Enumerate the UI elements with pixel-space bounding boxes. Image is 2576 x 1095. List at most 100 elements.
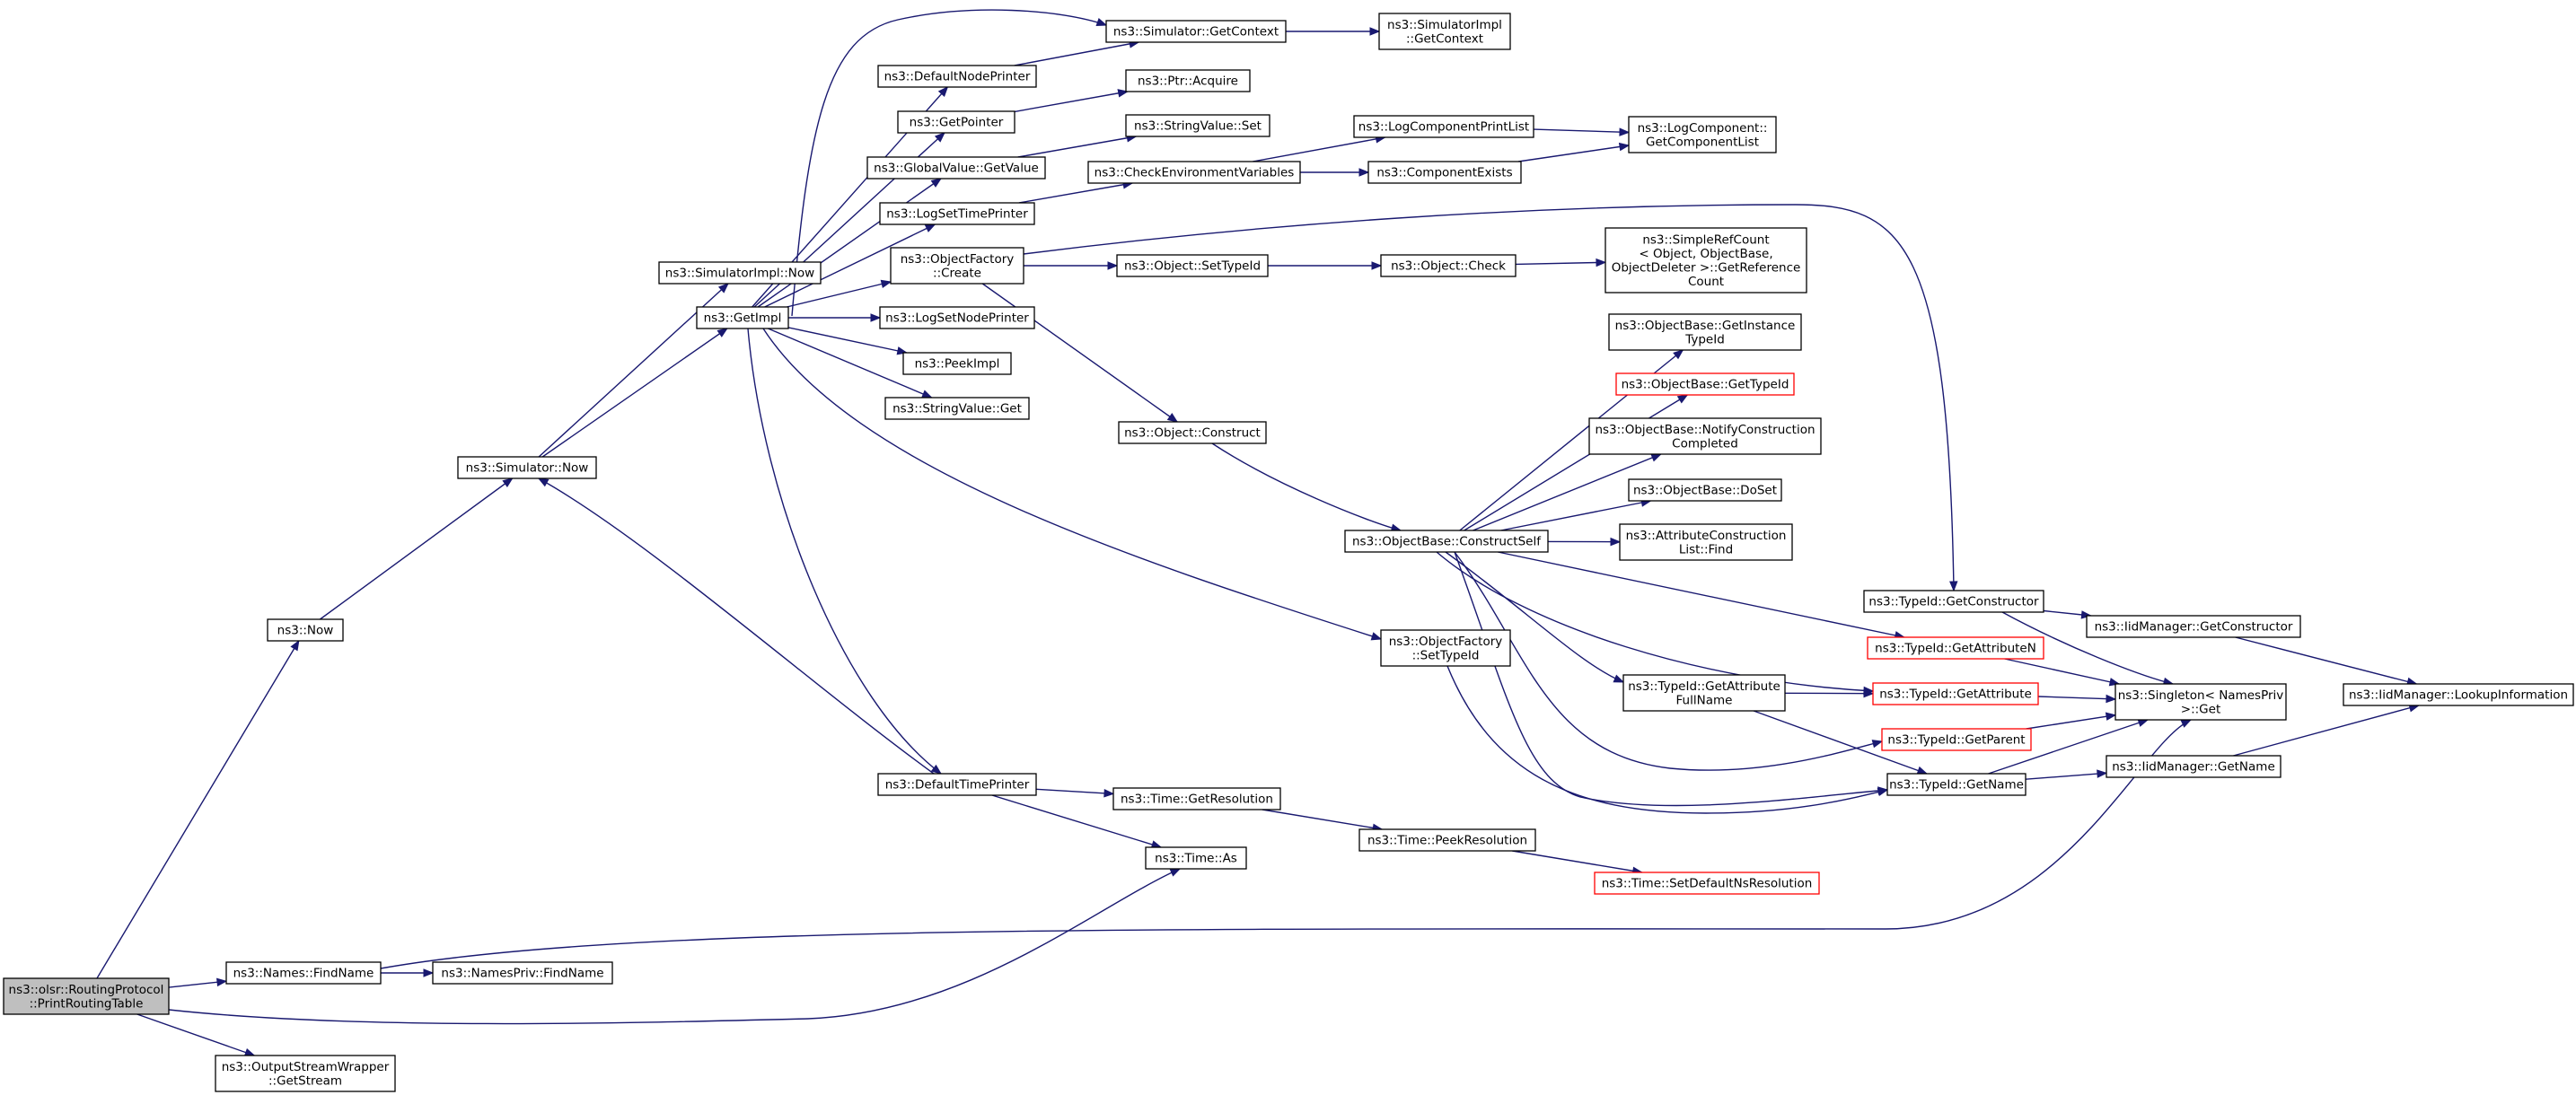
node-label: ::PrintRoutingTable bbox=[30, 996, 144, 1011]
edge-typeid_getconstructor-to-iidmgr_getconstructor bbox=[2043, 609, 2092, 619]
arrowhead bbox=[1095, 18, 1108, 27]
edge-root-to-now bbox=[96, 639, 300, 979]
node-simimpl-now[interactable]: ns3::SimulatorImpl::Now bbox=[658, 261, 822, 285]
node-typeid-getattributen[interactable]: ns3::TypeId::GetAttributeN bbox=[1867, 636, 2044, 660]
node-getimpl[interactable]: ns3::GetImpl bbox=[696, 306, 789, 329]
edge-typeid_getattribute-to-singleton_get bbox=[2037, 694, 2117, 704]
edge-line bbox=[2026, 714, 2116, 730]
edge-line bbox=[747, 328, 942, 775]
node-logsetnodeprinter[interactable]: ns3::LogSetNodePrinter bbox=[879, 306, 1035, 329]
node-box bbox=[267, 618, 344, 642]
node-typeid-getattribute[interactable]: ns3::TypeId::GetAttribute bbox=[1872, 682, 2039, 705]
edge-componentexists-to-logcomp_getlist bbox=[1517, 142, 1631, 162]
edge-defaulttimeprinter-to-sim_now bbox=[537, 477, 935, 775]
node-iidmgr-getconstructor[interactable]: ns3::IidManager::GetConstructor bbox=[2086, 615, 2301, 638]
node-objfactory-settypeid[interactable]: ns3::ObjectFactory::SetTypeId bbox=[1380, 629, 1511, 667]
edge-line bbox=[1023, 204, 1955, 591]
node-root[interactable]: ns3::olsr::RoutingProtocol::PrintRouting… bbox=[3, 977, 170, 1015]
node-label: ns3::ObjectBase::GetInstance bbox=[1615, 319, 1796, 333]
node-logsettimeprinter[interactable]: ns3::LogSetTimePrinter bbox=[879, 202, 1035, 225]
node-object-settypeid[interactable]: ns3::Object::SetTypeId bbox=[1116, 254, 1269, 277]
node-box bbox=[225, 961, 382, 985]
node-stringvalue-get[interactable]: ns3::StringValue::Get bbox=[884, 397, 1030, 420]
node-logcomp-getlist[interactable]: ns3::LogComponent::GetComponentList bbox=[1628, 116, 1777, 153]
node-now[interactable]: ns3::Now bbox=[267, 618, 344, 642]
node-globalvalue-get[interactable]: ns3::GlobalValue::GetValue bbox=[866, 156, 1046, 180]
node-label: ns3::TypeId::GetParent bbox=[1887, 733, 2025, 748]
node-objfactory-create[interactable]: ns3::ObjectFactory::Create bbox=[890, 247, 1024, 285]
edge-logsettimeprinter-to-checkenv bbox=[1018, 180, 1134, 204]
node-namespriv-find[interactable]: ns3::NamesPriv::FindName bbox=[432, 961, 613, 985]
node-label: ns3::Simulator::Now bbox=[466, 461, 589, 476]
edge-now-to-sim_now bbox=[319, 477, 514, 620]
node-names-find[interactable]: ns3::Names::FindName bbox=[225, 961, 382, 985]
node-time-peekresolution[interactable]: ns3::Time::PeekResolution bbox=[1358, 828, 1536, 852]
node-label: ns3::Time::SetDefaultNsResolution bbox=[1602, 877, 1813, 891]
node-singleton-get[interactable]: ns3::Singleton< NamesPriv >::Get bbox=[2114, 683, 2287, 721]
node-object-check[interactable]: ns3::Object::Check bbox=[1380, 254, 1517, 277]
node-label: ns3::IidManager::LookupInformation bbox=[2349, 688, 2568, 703]
node-getpointer[interactable]: ns3::GetPointer bbox=[897, 110, 1015, 134]
arrowhead bbox=[2106, 694, 2117, 704]
node-simimpl-getcontext[interactable]: ns3::SimulatorImpl::GetContext bbox=[1378, 13, 1511, 50]
edge-objbase_constructself-to-typeid_getattributen bbox=[1498, 551, 1906, 640]
node-box bbox=[890, 247, 1024, 285]
edge-object_construct-to-objbase_constructself bbox=[1211, 442, 1402, 532]
edge-line bbox=[1753, 710, 1928, 775]
node-label: ns3::TypeId::GetName bbox=[1889, 778, 2024, 793]
node-typeid-getparent[interactable]: ns3::TypeId::GetParent bbox=[1881, 728, 2032, 751]
node-label: ns3::ComponentExists bbox=[1376, 166, 1512, 180]
arrowhead bbox=[290, 639, 300, 652]
node-osw-getstream[interactable]: ns3::OutputStreamWrapper::GetStream bbox=[215, 1055, 396, 1092]
arrowhead bbox=[921, 390, 933, 399]
arrowhead bbox=[1613, 674, 1625, 683]
node-object-construct[interactable]: ns3::Object::Construct bbox=[1118, 421, 1267, 444]
edge-object_check-to-simplerefcount bbox=[1515, 258, 1607, 267]
node-peekimpl[interactable]: ns3::PeekImpl bbox=[902, 352, 1012, 375]
node-stringvalue-set[interactable]: ns3::StringValue::Set bbox=[1125, 114, 1270, 137]
node-defaulttimeprinter[interactable]: ns3::DefaultTimePrinter bbox=[877, 773, 1037, 796]
node-label: >::Get bbox=[2181, 702, 2220, 716]
node-box bbox=[1105, 20, 1287, 43]
node-objbase-constructself[interactable]: ns3::ObjectBase::ConstructSelf bbox=[1344, 530, 1549, 553]
node-box bbox=[1125, 69, 1251, 92]
node-objbase-notify[interactable]: ns3::ObjectBase::NotifyConstructionCompl… bbox=[1588, 417, 1822, 455]
node-iidmgr-getname[interactable]: ns3::IidManager::GetName bbox=[2106, 755, 2281, 778]
node-typeid-getname[interactable]: ns3::TypeId::GetName bbox=[1886, 773, 2027, 796]
node-label: < Object, ObjectBase, bbox=[1639, 247, 1772, 261]
arrowhead bbox=[1371, 261, 1383, 270]
edge-typeid_getparent-to-singleton_get bbox=[2026, 712, 2117, 730]
node-box bbox=[1358, 828, 1536, 852]
node-box bbox=[1380, 254, 1517, 277]
node-sim-now[interactable]: ns3::Simulator::Now bbox=[457, 456, 597, 479]
node-defaultnodeprinter[interactable]: ns3::DefaultNodePrinter bbox=[877, 65, 1037, 88]
node-objbase-doset[interactable]: ns3::ObjectBase::DoSet bbox=[1628, 478, 1782, 502]
edge-typeid_getname-to-iidmgr_getname bbox=[2025, 769, 2108, 780]
node-checkenv[interactable]: ns3::CheckEnvironmentVariables bbox=[1087, 161, 1301, 184]
node-label: ns3::Ptr::Acquire bbox=[1138, 74, 1238, 89]
node-label: ns3::TypeId::GetAttributeN bbox=[1875, 642, 2036, 656]
arrowhead bbox=[1618, 142, 1631, 152]
node-objbase-gettypeid[interactable]: ns3::ObjectBase::GetTypeId bbox=[1615, 372, 1795, 396]
node-componentexists[interactable]: ns3::ComponentExists bbox=[1367, 161, 1522, 184]
arrowhead bbox=[1610, 537, 1622, 547]
arrowhead bbox=[924, 223, 936, 232]
node-time-as[interactable]: ns3::Time::As bbox=[1145, 846, 1247, 870]
node-ptr-acquire[interactable]: ns3::Ptr::Acquire bbox=[1125, 69, 1251, 92]
node-time-getresolution[interactable]: ns3::Time::GetResolution bbox=[1112, 787, 1281, 810]
edge-line bbox=[762, 328, 1382, 640]
node-simplerefcount[interactable]: ns3::SimpleRefCount< Object, ObjectBase,… bbox=[1605, 227, 1807, 293]
edge-line bbox=[1988, 719, 2149, 775]
node-label: List::Find bbox=[1679, 542, 1733, 556]
node-sim-getcontext[interactable]: ns3::Simulator::GetContext bbox=[1105, 20, 1287, 43]
nodes-layer: ns3::olsr::RoutingProtocol::PrintRouting… bbox=[3, 13, 2574, 1092]
node-time-setdefaultns[interactable]: ns3::Time::SetDefaultNsResolution bbox=[1594, 872, 1820, 895]
node-typeid-getconstructor[interactable]: ns3::TypeId::GetConstructor bbox=[1863, 590, 2044, 613]
node-iidmgr-lookup[interactable]: ns3::IidManager::LookupInformation bbox=[2343, 683, 2574, 706]
node-logcompprintlist[interactable]: ns3::LogComponentPrintList bbox=[1353, 115, 1534, 138]
edge-line bbox=[96, 640, 300, 979]
